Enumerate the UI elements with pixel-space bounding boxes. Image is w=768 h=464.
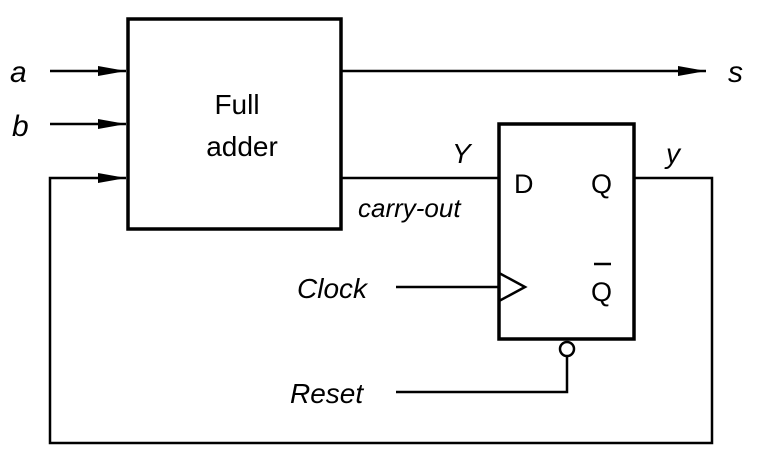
feedback-wire [48,173,714,445]
ff-qbar-pin-label: Q [591,277,612,307]
clock-edge-triangle-icon [498,271,528,303]
sum-output-label: s [728,56,743,89]
full-adder-label-line2: adder [206,131,278,162]
reset-wire [396,356,569,394]
reset-label: Reset [290,378,364,409]
clock-label: Clock [297,273,369,304]
q-output-label: y [664,138,682,169]
reset-inversion-bubble-icon [558,340,576,358]
full-adder-label-line1: Full [214,89,259,120]
input-a-label: a [10,56,27,89]
next-state-label: Y [452,138,473,169]
input-b-label: b [12,110,29,143]
d-flip-flop [497,122,636,341]
carry-out-label: carry-out [358,193,462,223]
full-adder-block [126,17,343,231]
ff-d-pin-label: D [514,169,534,199]
ff-q-pin-label: Q [591,169,612,199]
